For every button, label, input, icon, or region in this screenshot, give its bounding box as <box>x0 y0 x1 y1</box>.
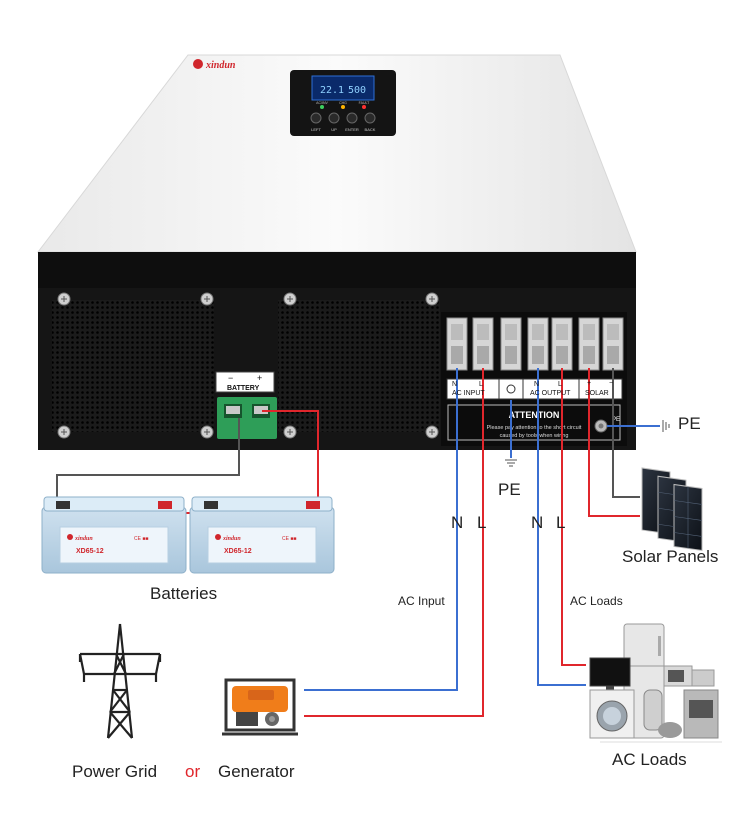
panel-button-back[interactable] <box>364 112 376 124</box>
solar-negative-wire <box>612 368 640 498</box>
ac-output-n-wire <box>537 368 586 686</box>
fan-grille-right <box>278 300 440 432</box>
lcd-left-readout: 22.1 <box>320 85 344 96</box>
ac-input-n-wire <box>304 368 458 691</box>
generator-label: Generator <box>218 762 295 781</box>
battery-negative-wire <box>56 418 240 508</box>
battery-brand: xindun <box>74 536 93 542</box>
ac-input-l-label: L <box>477 513 487 532</box>
panel-button-up[interactable] <box>328 112 340 124</box>
ground-icon <box>505 459 517 467</box>
solar-terminal-label: SOLAR <box>585 390 609 397</box>
battery-positive-wire <box>262 410 319 508</box>
ground-icon <box>662 420 670 432</box>
or-label: or <box>185 762 201 781</box>
batteries-label: Batteries <box>150 584 218 603</box>
battery-terminal-minus: − <box>228 373 233 383</box>
ac-input-l-mark: L <box>479 381 483 388</box>
panel-button-enter[interactable] <box>346 112 358 124</box>
wires <box>56 368 670 717</box>
battery-ce-mark: CE ■■ <box>134 536 148 542</box>
attention-line-2: caused by tools when wiring <box>500 433 569 439</box>
ac-input-terminal-label: AC INPUT <box>452 390 485 397</box>
ac-pv-terminal-block: ATTENTION Please pay attention to the sh… <box>441 312 627 446</box>
battery-model: XD65-12 <box>224 548 252 555</box>
panel-indicator-label: AC/INV <box>316 101 328 105</box>
ac-output-l-wire <box>561 368 586 666</box>
solar-positive-wire <box>588 368 640 517</box>
lcd-right-readout: 500 <box>348 85 366 96</box>
power-grid-label: Power Grid <box>72 762 158 781</box>
battery-model: XD65-12 <box>76 548 104 555</box>
terminal-label-strip <box>446 378 623 400</box>
ac-output-n-label: N <box>531 513 544 532</box>
panel-indicator-label: FAULT <box>359 101 370 105</box>
fan-grille-left <box>52 300 214 432</box>
panel-button-label: UP <box>331 127 337 132</box>
ac-input-wire-label: AC Input <box>398 594 445 608</box>
ac-loads-wire-label: AC Loads <box>570 594 623 608</box>
ac-input-l-wire <box>304 368 484 717</box>
attention-title: ATTENTION <box>509 410 560 420</box>
ac-output-l-label: L <box>556 513 566 532</box>
solar-plus-mark: + <box>587 380 592 387</box>
led-fault <box>362 105 366 109</box>
lcd-screen <box>311 75 375 101</box>
inverter-bevel <box>38 252 636 288</box>
pe-stud-label: PE <box>612 417 620 423</box>
generator-icon <box>222 678 298 736</box>
solar-panel-icon <box>641 467 703 552</box>
led-chg <box>341 105 345 109</box>
panel-indicator-label: CHG <box>339 101 347 105</box>
ac-input-n-label: N <box>451 513 464 532</box>
attention-line-1: Please pay attention to the short circui… <box>487 425 582 431</box>
control-panel: 22.1 500 LEFT UP ENTER BACK AC/INV CHG FAULT <box>290 70 396 136</box>
solar-minus-mark: − <box>609 380 614 387</box>
battery-ce-mark: CE ■■ <box>282 536 296 542</box>
appliances-icon <box>589 623 722 743</box>
pe-symbol-icon <box>506 384 516 394</box>
attention-box <box>447 404 621 441</box>
battery-terminal-label: BATTERY <box>227 385 260 392</box>
brand-logo: xindun <box>205 60 236 71</box>
battery-brand: xindun <box>222 536 241 542</box>
pe-right-label: PE <box>678 414 701 433</box>
ac-loads-label: AC Loads <box>612 750 687 769</box>
ac-input-n-mark: N <box>452 381 458 388</box>
panel-button-label: ENTER <box>345 127 359 132</box>
panel-button-left[interactable] <box>310 112 322 124</box>
inverter: xindun 22.1 500 LEFT UP ENTER BACK AC/INV CHG… <box>36 54 637 450</box>
panel-button-label: LEFT <box>311 127 321 132</box>
battery-terminal: − + BATTERY <box>215 371 277 439</box>
led-ac-inv <box>320 105 324 109</box>
ac-output-terminal-label: AC OUTPUT <box>530 390 571 397</box>
panel-button-label: BACK <box>365 127 376 132</box>
ac-output-l-mark: L <box>558 381 562 388</box>
battery-terminal-plus: + <box>257 373 262 383</box>
pe-bottom-label: PE <box>498 480 521 499</box>
power-grid-tower-icon <box>78 623 162 739</box>
solar-panels-label: Solar Panels <box>622 547 719 566</box>
ac-output-n-mark: N <box>534 381 540 388</box>
